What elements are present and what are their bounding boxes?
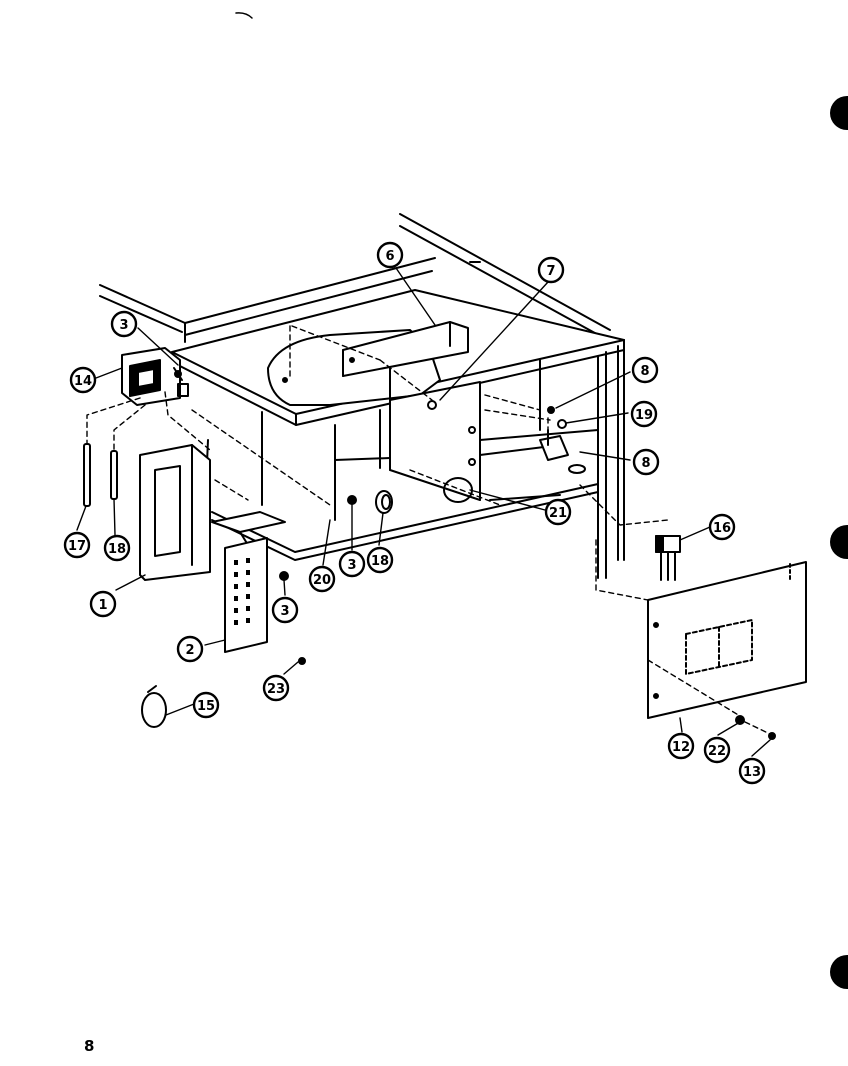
callout-label: 15 [197,699,215,714]
callout-label: 20 [313,573,331,588]
wire-ring [141,685,167,728]
access-panel [647,561,807,719]
callout-circle [703,736,731,764]
callout-circle [69,366,97,394]
callout-circle [89,590,117,618]
callout-wire-ring: 15 [192,691,220,719]
callout-circle [103,534,131,562]
strips [83,443,118,507]
cabinet-frame [99,213,625,579]
callout-grille-screw: 3 [271,596,299,624]
callout-label: 16 [713,521,731,536]
callout-right-bracket: 8 [632,448,660,476]
callout-circle [738,757,766,785]
page-number: 8 [84,1037,95,1055]
callout-label: 18 [371,554,389,569]
callout-circle [338,550,366,578]
callout-grille: 2 [176,635,204,663]
callout-label: 13 [743,765,761,780]
callout-tall-strip: 17 [63,531,91,559]
callout-label: 17 [68,539,86,554]
callout-circle [632,448,660,476]
callout-grommet: 18 [366,546,394,574]
callout-label: 3 [347,558,356,573]
callout-circle [708,513,736,541]
callout-circle [262,674,290,702]
callout-circle [667,732,695,760]
callout-loose-screw: 23 [262,674,290,702]
callout-label: 14 [74,374,92,389]
top-duct [267,321,469,406]
callout-label: 12 [672,740,690,755]
callout-short-strip: 18 [103,534,131,562]
callout-circle [366,546,394,574]
callout-base-flange: 20 [308,565,336,593]
callout-panel-screw: 13 [738,757,766,785]
callout-label: 7 [546,264,555,279]
callout-label: 3 [119,318,128,333]
callout-access-panel: 12 [667,732,695,760]
callout-top-duct: 6 [376,241,404,269]
callout-label: 23 [267,682,285,697]
callout-circle [192,691,220,719]
callout-circle [376,241,404,269]
callout-center-screw: 3 [338,550,366,578]
callout-control-box: 14 [69,366,97,394]
stray-mark [235,12,253,19]
callout-label: 1 [98,598,107,613]
leader-lines [76,267,771,757]
callout-box-screw: 3 [110,310,138,338]
callout-label: 22 [708,744,726,759]
callout-label: 19 [635,408,653,423]
binder-hole-top [830,96,848,130]
grommet [375,490,393,514]
callout-label: 8 [641,456,650,471]
binder-hole-bottom [830,955,848,989]
control-box [121,347,189,406]
relay [655,535,681,581]
callout-circle [176,635,204,663]
callout-right-screw: 8 [631,356,659,384]
right-bracket [539,429,586,474]
binder-hole-middle [830,525,848,559]
callout-label: 21 [549,506,567,521]
callout-label: 18 [108,542,126,557]
callout-label: 8 [640,364,649,379]
callout-circle [631,356,659,384]
callout-front-panel: 1 [89,590,117,618]
assembly-lines [86,325,771,735]
callout-circle [544,498,572,526]
callout-circle [110,310,138,338]
front-panel [139,444,211,581]
callout-circle [63,531,91,559]
grille [224,537,268,653]
callout-right-washer: 19 [630,400,658,428]
callout-relay: 16 [708,513,736,541]
callout-label: 3 [280,604,289,619]
callout-duct-screw: 7 [537,256,565,284]
callout-center-panel: 21 [544,498,572,526]
callout-circle [308,565,336,593]
center-panel [389,381,481,503]
callout-circle [630,400,658,428]
callout-circle [271,596,299,624]
callout-label: 6 [385,249,394,264]
callout-label: 2 [185,643,194,658]
callout-circle [537,256,565,284]
callout-panel-washer: 22 [703,736,731,764]
hardware [173,367,776,740]
